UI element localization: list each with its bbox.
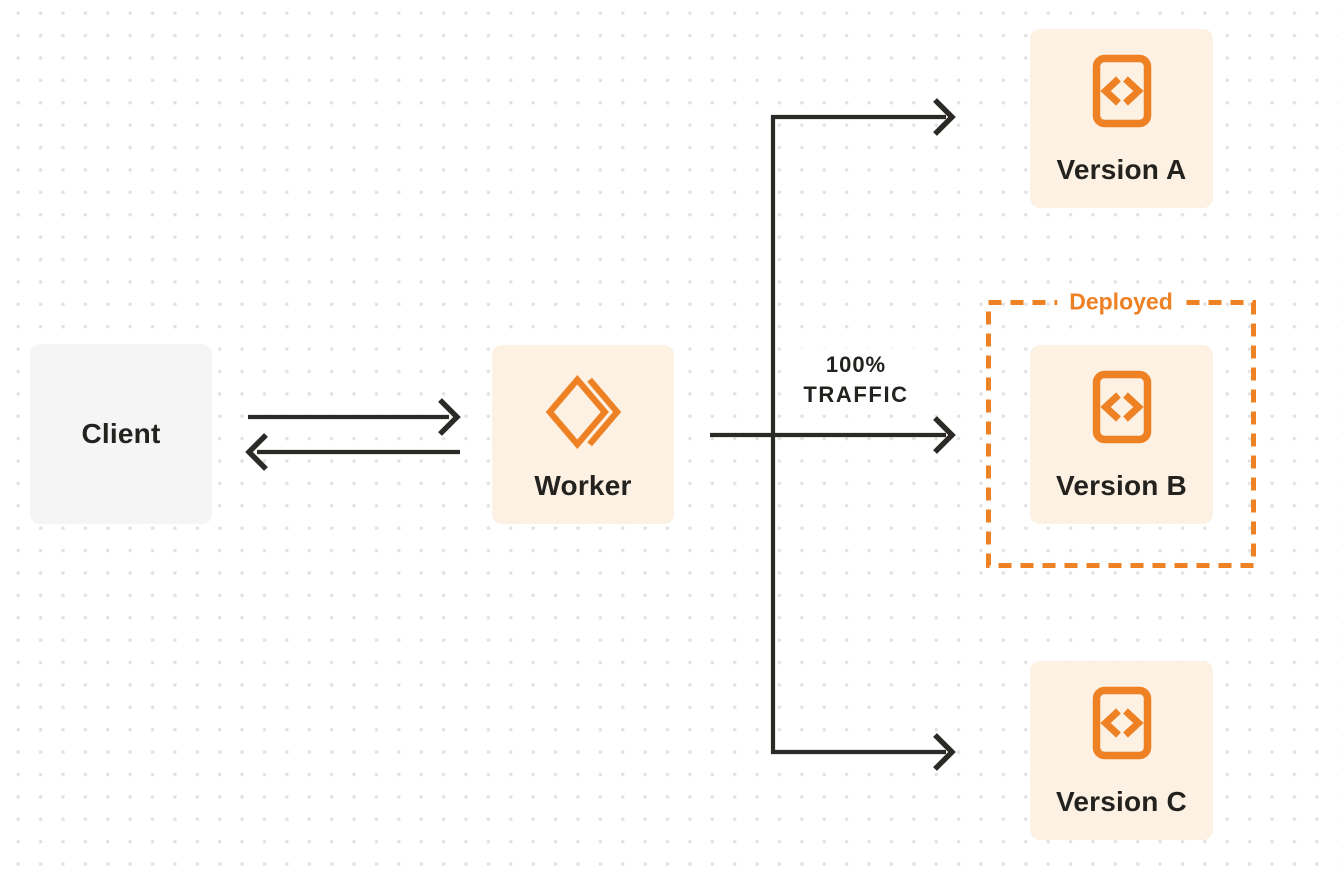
- arrowhead-client-to-worker: [438, 398, 461, 436]
- arrowhead-to-version-b: [933, 416, 956, 454]
- version-a-node: Version A: [1030, 29, 1213, 208]
- worker-node: Worker: [492, 345, 674, 524]
- version-b-label: Version B: [1056, 470, 1187, 501]
- traffic-percent: 100%: [825, 352, 887, 377]
- version-a-label: Version A: [1056, 154, 1187, 185]
- client-node: Client: [30, 344, 212, 524]
- traffic-label: 100% TRAFFIC: [795, 348, 917, 412]
- version-b-node: Version B: [1030, 345, 1213, 524]
- version-c-label: Version C: [1056, 786, 1187, 817]
- code-file-icon: [1092, 686, 1151, 760]
- workers-logo-icon: [545, 375, 621, 449]
- arrowhead-to-version-c: [933, 733, 956, 771]
- arrowhead-to-version-a: [933, 98, 956, 136]
- version-c-node: Version C: [1030, 661, 1213, 840]
- code-file-icon: [1092, 54, 1151, 128]
- code-file-icon: [1092, 370, 1151, 444]
- worker-label: Worker: [534, 470, 632, 501]
- arrowhead-worker-to-client: [245, 433, 268, 471]
- traffic-word: TRAFFIC: [803, 382, 909, 407]
- deployed-label: Deployed: [1057, 288, 1185, 316]
- client-label: Client: [81, 418, 161, 449]
